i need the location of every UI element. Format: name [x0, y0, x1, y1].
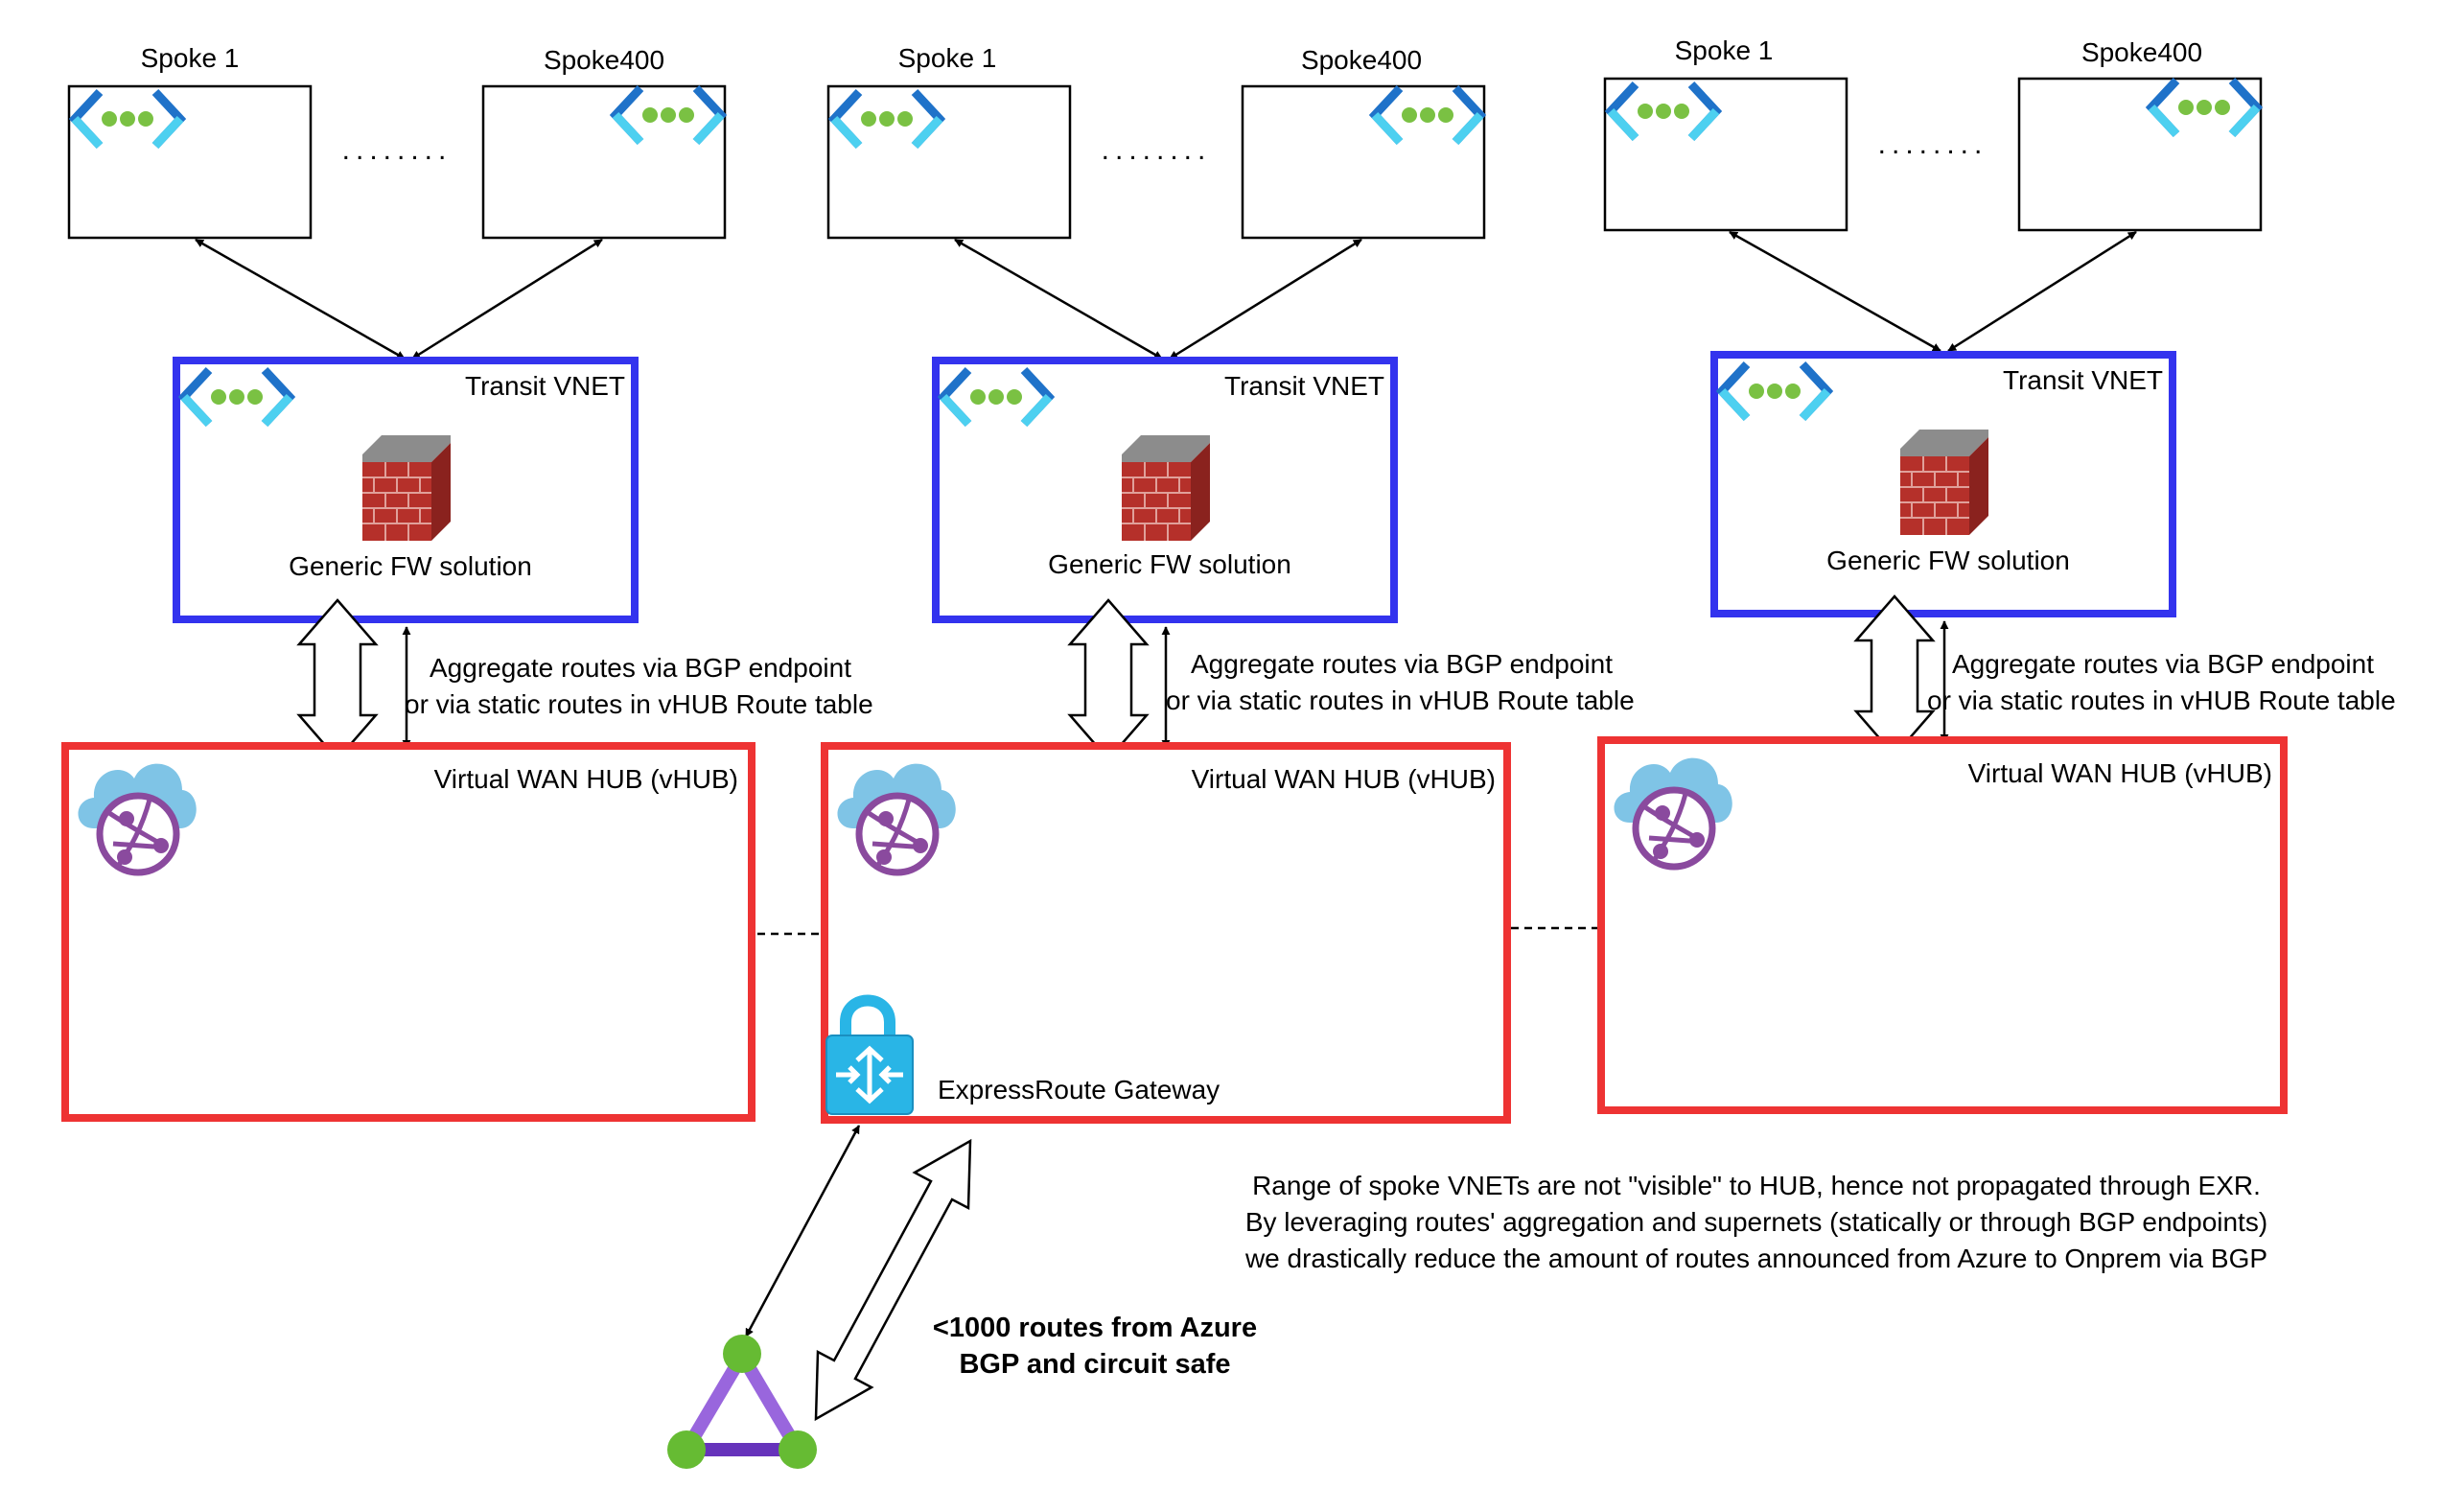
spoke-last-label: Spoke400	[1301, 45, 1422, 75]
onprem-routes-line1: <1000 routes from Azure	[933, 1313, 1257, 1343]
routes-text-line1: Aggregate routes via BGP endpoint	[1952, 649, 2374, 679]
routes-text-line2: or via static routes in vHUB Route table	[1166, 686, 1635, 715]
firewall-icon	[361, 434, 452, 542]
routes-text-line2: or via static routes in vHUB Route table	[405, 689, 873, 719]
expressroute-gateway-label: ExpressRoute Gateway	[938, 1075, 1220, 1104]
spoke-first-label: Spoke 1	[141, 43, 240, 73]
routes-text-line2: or via static routes in vHUB Route table	[1927, 686, 2396, 715]
column-3: Spoke 1 Spoke400 ........ Transit VNET G…	[1597, 35, 2396, 1114]
spokes-ellipsis: ........	[1102, 134, 1212, 166]
hollow-double-arrow	[296, 598, 379, 761]
spoke-first-label: Spoke 1	[1675, 35, 1774, 65]
fw-solution-label: Generic FW solution	[289, 551, 532, 581]
note-line1: Range of spoke VNETs are not "visible" t…	[1252, 1171, 2261, 1200]
expressroute-gateway-icon	[825, 994, 914, 1115]
transit-vnet-title: Transit VNET	[1224, 371, 1384, 401]
column-1: Spoke 1 Spoke400 ........ Transit VNET G…	[61, 43, 873, 1122]
spokes-ellipsis: ........	[342, 134, 453, 166]
fw-solution-label: Generic FW solution	[1048, 549, 1291, 579]
spoke-link-arrow	[954, 238, 1163, 360]
vhub-title: Virtual WAN HUB (vHUB)	[1192, 764, 1496, 794]
transit-vnet-title: Transit VNET	[2003, 365, 2163, 395]
spoke-link-arrow	[1169, 238, 1362, 360]
note-line3: we drastically reduce the amount of rout…	[1244, 1244, 2267, 1273]
onprem-network-icon	[667, 1335, 817, 1469]
hollow-double-arrow	[1067, 598, 1150, 761]
onprem-routes-line2: BGP and circuit safe	[959, 1349, 1230, 1380]
firewall-icon	[1899, 429, 1989, 536]
firewall-icon	[1121, 434, 1211, 542]
spoke-link-arrow	[195, 238, 406, 360]
hollow-route-arrow	[814, 1138, 972, 1422]
note-line2: By leveraging routes' aggregation and su…	[1245, 1207, 2267, 1237]
vhub-title: Virtual WAN HUB (vHUB)	[1968, 758, 2272, 788]
fw-solution-label: Generic FW solution	[1826, 546, 2070, 575]
spoke-last-label: Spoke400	[2081, 37, 2202, 67]
transit-vnet-title: Transit VNET	[465, 371, 625, 401]
spoke-first-box[interactable]	[67, 84, 313, 240]
expressroute-link-arrow	[744, 1125, 861, 1337]
hollow-double-arrow	[1853, 594, 1936, 757]
spoke-first-box[interactable]	[826, 84, 1072, 240]
spoke-last-label: Spoke400	[544, 45, 664, 75]
routes-text-line1: Aggregate routes via BGP endpoint	[430, 653, 851, 683]
spokes-ellipsis: ........	[1878, 128, 1988, 160]
spoke-link-arrow	[411, 238, 603, 360]
spoke-link-arrow	[1729, 230, 1941, 353]
spoke-link-arrow	[1947, 230, 2137, 353]
column-2: Spoke 1 Spoke400 ........ Transit VNET G…	[821, 43, 1635, 1124]
routes-text-line1: Aggregate routes via BGP endpoint	[1191, 649, 1613, 679]
spoke-first-box[interactable]	[1603, 77, 1848, 232]
spoke-first-label: Spoke 1	[898, 43, 997, 73]
vhub-title: Virtual WAN HUB (vHUB)	[434, 764, 738, 794]
